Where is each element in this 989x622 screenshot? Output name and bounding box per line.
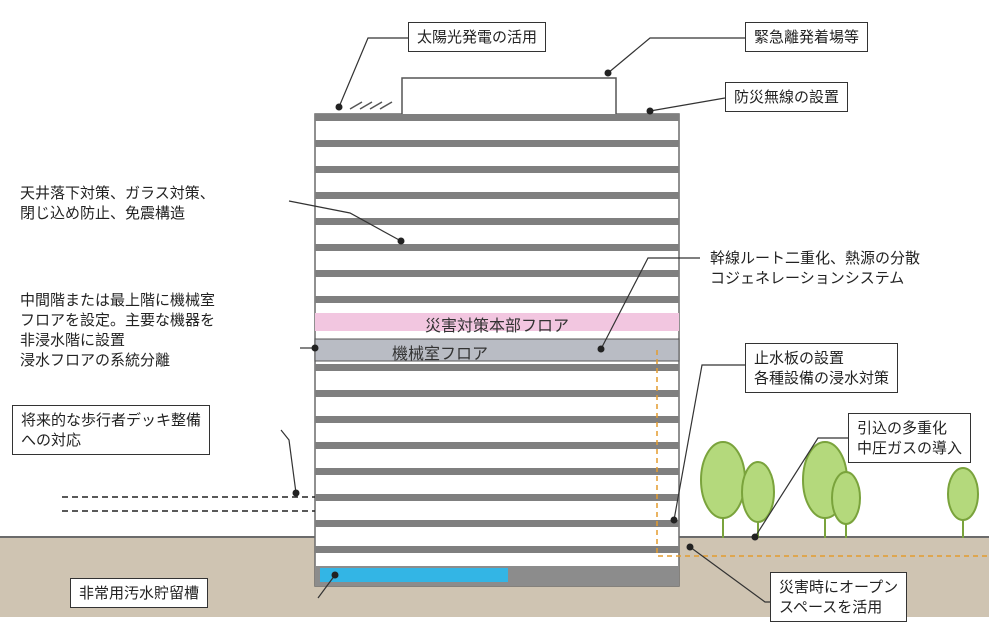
trees xyxy=(700,441,979,538)
floor-line xyxy=(315,218,679,225)
floor-line xyxy=(315,494,679,501)
sewage-tank xyxy=(320,568,508,582)
rooftop-heliport-structure xyxy=(401,77,617,117)
floor-line xyxy=(315,270,679,277)
floor-line xyxy=(315,296,679,303)
callout-gas: 引込の多重化 中圧ガスの導入 xyxy=(848,413,972,463)
floor-line xyxy=(315,140,679,147)
callout-sewage: 非常用汚水貯留槽 xyxy=(70,578,209,608)
disaster-hq-floor-label: 災害対策本部フロア xyxy=(424,316,569,335)
machine-room-floor-label: 機械室フロア xyxy=(391,344,488,363)
flood-boundary-line xyxy=(656,350,989,557)
floor-line xyxy=(315,192,679,199)
leader-dots xyxy=(292,69,759,579)
floor-line xyxy=(315,546,679,553)
callout-solar: 太陽光発電の活用 xyxy=(408,22,547,52)
floor-line xyxy=(315,166,679,173)
floor-line xyxy=(315,244,679,251)
callout-radio: 防災無線の設置 xyxy=(725,82,849,112)
solar-panel-marks xyxy=(349,101,393,110)
floor-line xyxy=(315,114,679,121)
leader-lines xyxy=(280,37,848,603)
callout-deck: 将来的な歩行者デッキ整備 への対応 xyxy=(12,405,211,455)
callout-ceiling: 天井落下対策、ガラス対策、 閉じ込め防止、免震構造 xyxy=(20,184,215,222)
callout-heliport: 緊急離発着場等 xyxy=(745,22,869,52)
callout-open-space: 災害時にオープン スペースを活用 xyxy=(770,572,908,622)
floor-line xyxy=(315,390,679,397)
building xyxy=(314,77,680,587)
callout-waterproof: 止水板の設置 各種設備の浸水対策 xyxy=(745,343,899,393)
disaster-hq-floor xyxy=(315,313,679,331)
floor-lines xyxy=(315,114,679,553)
floor-line xyxy=(315,416,679,423)
floor-line xyxy=(315,364,679,371)
floor-line xyxy=(315,520,679,527)
floor-line xyxy=(315,468,679,475)
callout-trunk: 幹線ルート二重化、熱源の分散 コジェネレーションシステム xyxy=(710,249,921,287)
floor-line xyxy=(315,442,679,449)
callout-machine-room: 中間階または最上階に機械室 フロアを設定。主要な機器を 非浸水階に設置 浸水フロ… xyxy=(20,291,216,369)
